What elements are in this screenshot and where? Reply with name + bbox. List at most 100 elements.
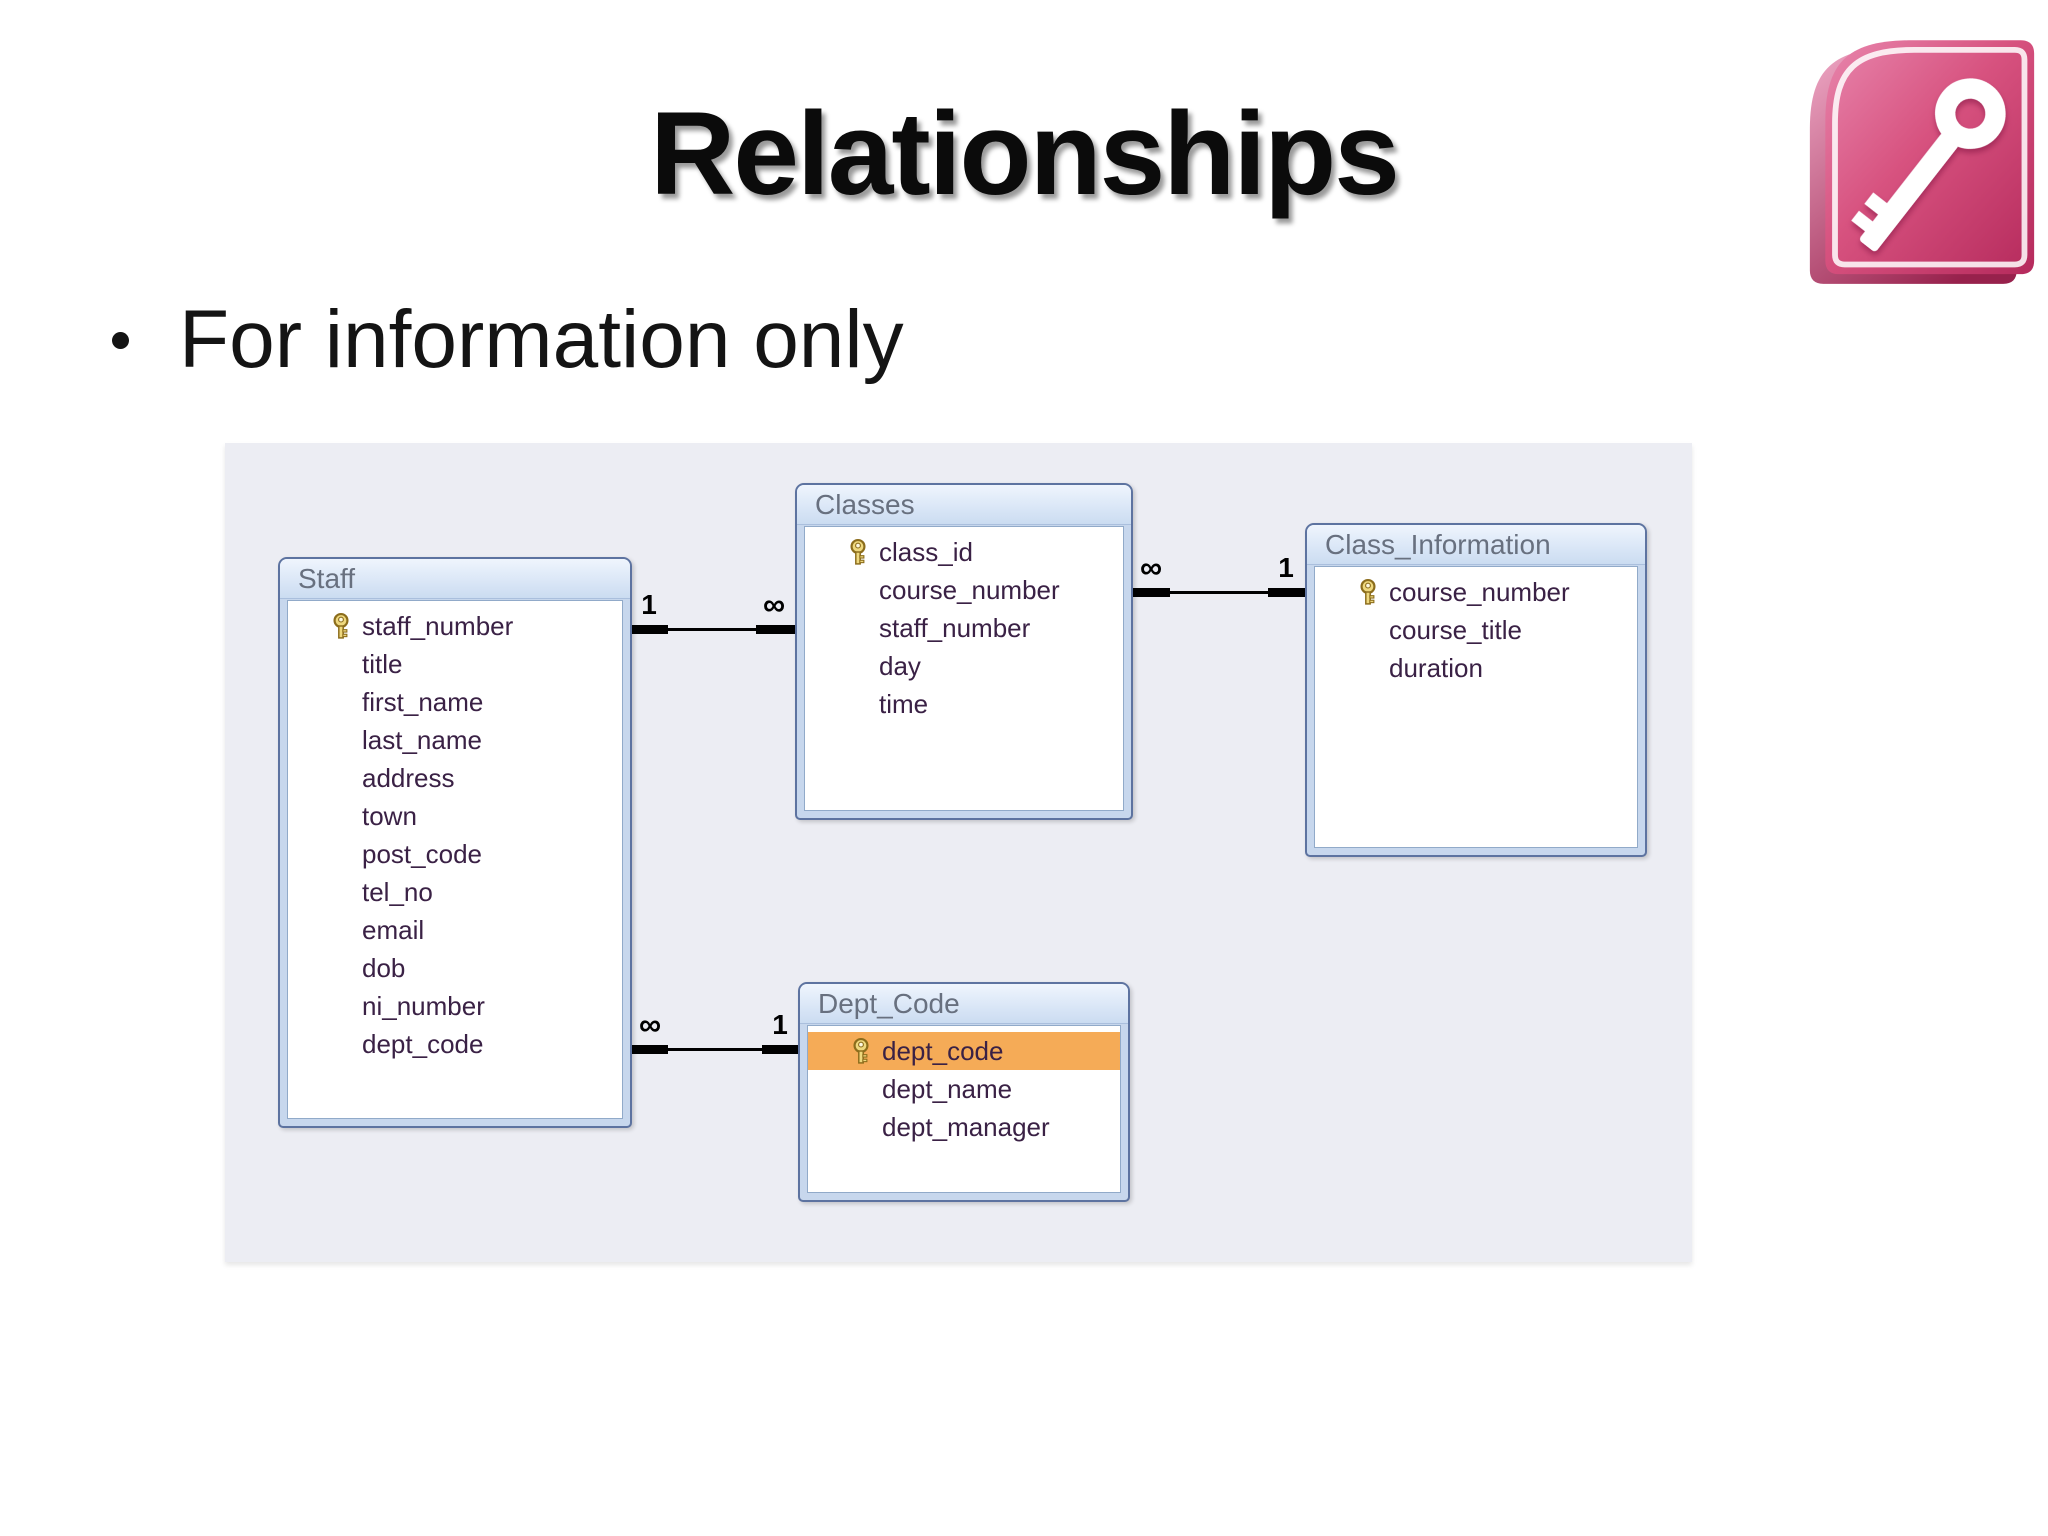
field-name: address [362, 762, 455, 793]
field-name: last_name [362, 724, 482, 755]
table-dept-code: Dept_Code dept_code dept_name dept_manag… [798, 982, 1130, 1202]
field-name: staff_number [362, 610, 514, 641]
microsoft-access-icon [1806, 34, 2038, 292]
table-staff-fields: staff_number title first_name last_name … [287, 600, 623, 1119]
table-staff-header: Staff [280, 559, 630, 599]
primary-key-icon [847, 537, 879, 567]
field-name: dept_code [882, 1035, 1004, 1066]
key-slot-empty [850, 1112, 882, 1142]
key-slot-empty [847, 689, 879, 719]
key-slot-empty [330, 725, 362, 755]
field-row: duration [1315, 649, 1637, 687]
field-name: title [362, 648, 403, 679]
field-row: staff_number [288, 607, 622, 645]
relationship-endpoint [1133, 588, 1170, 597]
table-name: Classes [815, 488, 915, 520]
field-name: first_name [362, 686, 484, 717]
field-row-highlighted: dept_code [808, 1032, 1120, 1070]
field-row: time [805, 685, 1123, 723]
bullet-line: For information only [112, 294, 904, 386]
cardinality-one-label: 1 [1278, 552, 1294, 583]
field-row: dept_name [808, 1070, 1120, 1108]
field-name: course_number [1389, 576, 1570, 607]
relationship-endpoint [632, 625, 668, 634]
field-row: day [805, 647, 1123, 685]
relationship-endpoint [756, 625, 795, 634]
relationship-line-staff-deptcode [632, 1048, 798, 1051]
cardinality-many-label: ∞ [638, 1007, 661, 1042]
table-classes-fields: class_id course_number staff_number day … [804, 526, 1124, 811]
key-slot-empty [330, 953, 362, 983]
field-row: ni_number [288, 987, 622, 1025]
field-name: tel_no [362, 876, 433, 907]
field-name: dept_code [362, 1028, 484, 1059]
cardinality-one-label: 1 [772, 1009, 788, 1040]
field-row: dept_code [288, 1025, 622, 1063]
table-classes: Classes class_id course_number staff_num… [795, 483, 1133, 820]
key-slot-empty [330, 649, 362, 679]
field-name: ni_number [362, 990, 485, 1021]
field-name: time [879, 688, 929, 719]
table-class-information-header: Class_Information [1307, 525, 1645, 565]
table-dept-code-header: Dept_Code [800, 984, 1128, 1024]
field-row: town [288, 797, 622, 835]
relationship-line-classes-classinfo [1133, 591, 1305, 594]
table-staff: Staff staff_number title first_name last… [278, 557, 632, 1128]
field-name: town [362, 800, 417, 831]
relationships-diagram: Staff staff_number title first_name last… [225, 443, 1692, 1262]
key-slot-empty [1357, 615, 1389, 645]
field-name: dept_name [882, 1073, 1013, 1104]
key-slot-empty [850, 1074, 882, 1104]
field-row: tel_no [288, 873, 622, 911]
table-name: Dept_Code [818, 987, 960, 1019]
field-row: post_code [288, 835, 622, 873]
key-slot-empty [1357, 653, 1389, 683]
field-row: course_number [1315, 573, 1637, 611]
primary-key-icon [1357, 577, 1389, 607]
relationship-endpoint [762, 1045, 798, 1054]
key-slot-empty [330, 877, 362, 907]
primary-key-icon [330, 611, 362, 641]
field-row: dept_manager [808, 1108, 1120, 1146]
key-slot-empty [330, 839, 362, 869]
table-name: Staff [298, 562, 356, 594]
field-name: dept_manager [882, 1111, 1050, 1142]
field-name: email [362, 914, 425, 945]
field-row: email [288, 911, 622, 949]
key-slot-empty [330, 801, 362, 831]
cardinality-one-label: 1 [641, 589, 657, 620]
table-name: Class_Information [1325, 528, 1551, 560]
table-class-information: Class_Information course_number course_t… [1305, 523, 1647, 857]
table-classes-header: Classes [797, 485, 1131, 525]
cardinality-many-label: ∞ [762, 587, 785, 622]
field-row: class_id [805, 533, 1123, 571]
field-row: address [288, 759, 622, 797]
key-slot-empty [330, 991, 362, 1021]
field-name: class_id [879, 536, 973, 567]
slide-title: Relationships [650, 88, 1400, 220]
field-row: first_name [288, 683, 622, 721]
field-name: course_number [879, 574, 1060, 605]
key-slot-empty [330, 687, 362, 717]
field-row: title [288, 645, 622, 683]
key-slot-empty [847, 651, 879, 681]
table-dept-code-fields: dept_code dept_name dept_manager [807, 1025, 1121, 1193]
bullet-icon [112, 332, 129, 349]
key-slot-empty [330, 915, 362, 945]
field-name: staff_number [879, 612, 1031, 643]
field-name: dob [362, 952, 406, 983]
cardinality-many-label: ∞ [1139, 550, 1162, 585]
key-slot-empty [330, 763, 362, 793]
relationship-endpoint [1268, 588, 1305, 597]
bullet-text: For information only [179, 294, 904, 385]
key-slot-empty [330, 1029, 362, 1059]
field-row: last_name [288, 721, 622, 759]
primary-key-icon [850, 1036, 882, 1066]
field-name: duration [1389, 652, 1483, 683]
relationship-line-staff-classes [632, 628, 795, 631]
field-row: staff_number [805, 609, 1123, 647]
relationship-endpoint [632, 1045, 668, 1054]
field-name: course_title [1389, 614, 1522, 645]
key-slot-empty [847, 575, 879, 605]
